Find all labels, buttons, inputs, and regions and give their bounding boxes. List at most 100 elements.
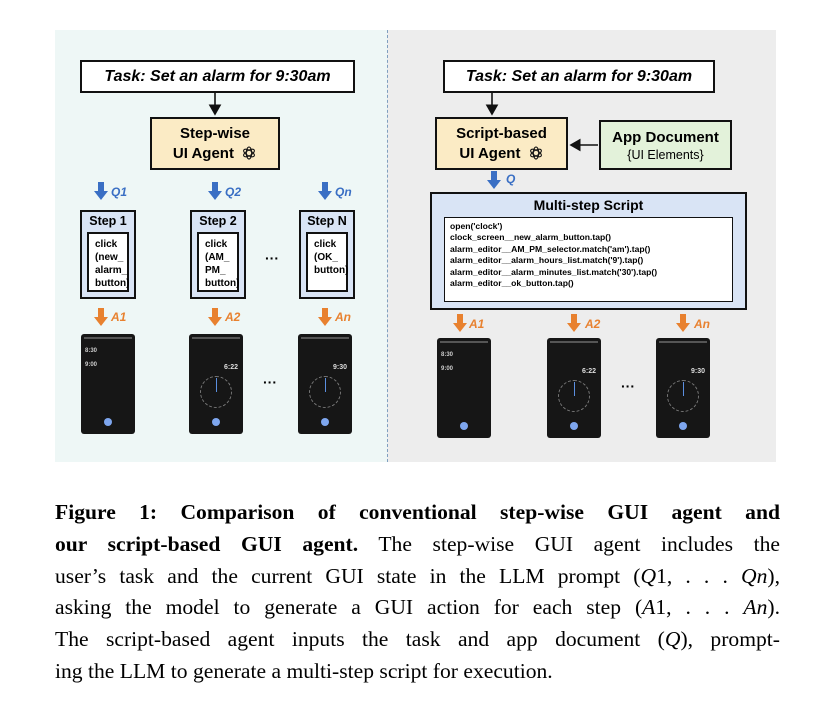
right-task-text: Task: Set an alarm for 9:30am <box>465 67 693 85</box>
caption-q1-var: Q <box>640 563 657 588</box>
caption-line-1: Figure 1: Comparison of conventional ste… <box>55 497 780 529</box>
right-agent-line2-wrap: UI Agent <box>459 144 543 164</box>
caption-bold-1: Figure 1: Comparison of conventional ste… <box>55 500 780 524</box>
step-2-title: Step 2 <box>199 214 237 228</box>
phone-add-alarm-icon <box>104 418 112 426</box>
right-phone-1: 8:30 9:00 <box>437 338 491 438</box>
clock-dial-icon <box>558 380 590 412</box>
step-n-box: Step N click (OK_ button) <box>299 210 355 299</box>
caption-text-4: asking the model to generate a GUI actio… <box>55 595 643 620</box>
step-1-box: Step 1 click (new_ alarm_ button) <box>80 210 136 299</box>
left-task-text: Task: Set an alarm for 9:30am <box>104 67 331 85</box>
caption-text-2: The step-wise GUI agent includes the <box>358 531 780 556</box>
caption-text-4c: ). <box>767 595 781 620</box>
left-phone-1: 8:30 9:00 <box>81 334 135 434</box>
script-line: alarm_editor__alarm_minutes_list.match('… <box>450 266 658 277</box>
left-agent-line2: UI Agent <box>172 144 234 162</box>
app-document-subtitle: {UI Elements} <box>627 147 704 162</box>
left-agent-line2-wrap: UI Agent <box>173 144 257 164</box>
left-qn-label: Qn <box>335 185 352 199</box>
left-phone-3: 9:30 <box>298 334 352 434</box>
caption-line-3: user’s task and the current GUI state in… <box>55 561 780 593</box>
caption-text-4b: 1, . . . <box>655 595 744 620</box>
clock-dial-icon <box>200 376 232 408</box>
step-wise-agent-box: Step-wise UI Agent <box>150 117 280 170</box>
phone-status-bar <box>192 337 240 339</box>
right-a1-label: A1 <box>469 317 485 331</box>
caption-line-5: The script-based agent inputs the task a… <box>55 624 780 656</box>
phone-status-bar <box>550 341 598 343</box>
phone-alarm-time-1: 8:30 <box>85 348 98 354</box>
caption-text-3: user’s task and the current GUI state in… <box>55 563 641 588</box>
figure-caption: Figure 1: Comparison of conventional ste… <box>55 497 780 688</box>
caption-text-3b: 1, . . . <box>656 563 742 588</box>
app-document-title: App Document <box>612 128 719 146</box>
left-agent-line1: Step-wise <box>179 124 251 142</box>
phone-nav-icon <box>679 422 687 430</box>
right-an-label: An <box>694 317 710 331</box>
phone-alarm-time-1: 8:30 <box>441 352 454 358</box>
phone-status-bar <box>440 341 488 343</box>
caption-text-5: The script-based agent inputs the task a… <box>55 627 665 652</box>
script-line: clock_screen__new_alarm_button.tap() <box>450 232 611 243</box>
step-n-action: click (OK_ button) <box>306 232 348 292</box>
panel-divider <box>387 30 388 462</box>
left-q2-label: Q2 <box>225 185 242 199</box>
phone-status-bar <box>301 337 349 339</box>
right-task-box: Task: Set an alarm for 9:30am <box>443 60 715 93</box>
left-phone-ellipsis: ··· <box>263 374 277 390</box>
multi-step-script-box: Multi-step Script open('clock') clock_sc… <box>430 192 747 310</box>
clock-hand-icon <box>215 378 217 392</box>
phone-nav-icon <box>212 418 220 426</box>
script-line: open('clock') <box>450 221 503 231</box>
left-a1-label: A1 <box>111 310 127 324</box>
right-phone-ellipsis: ··· <box>621 378 635 394</box>
right-a2-label: A2 <box>585 317 601 331</box>
caption-an-var: An <box>743 595 768 620</box>
step-2-box: Step 2 click (AM_ PM_ button) <box>190 210 246 299</box>
left-a2-label: A2 <box>225 310 241 324</box>
left-phone-2: 6:22 <box>189 334 243 434</box>
left-task-box: Task: Set an alarm for 9:30am <box>80 60 355 93</box>
left-an-label: An <box>335 310 351 324</box>
clock-dial-icon <box>667 380 699 412</box>
phone-nav-icon <box>321 418 329 426</box>
phone-status-bar <box>659 341 707 343</box>
step-1-action: click (new_ alarm_ button) <box>87 232 129 292</box>
right-phone-3: 9:30 <box>656 338 710 438</box>
phone-alarm-time-2: 9:00 <box>85 362 98 368</box>
clock-hand-icon <box>682 382 684 396</box>
left-step-ellipsis: ··· <box>265 250 279 266</box>
right-phone-2: 6:22 <box>547 338 601 438</box>
clock-dial-icon <box>309 376 341 408</box>
script-based-agent-box: Script-based UI Agent <box>435 117 568 170</box>
step-2-action: click (AM_ PM_ button) <box>197 232 239 292</box>
caption-text-6: ing the LLM to generate a multi-step scr… <box>55 658 553 683</box>
step-1-title: Step 1 <box>89 214 127 228</box>
caption-line-2: our script-based GUI agent. The step-wis… <box>55 529 780 561</box>
script-line: alarm_editor__ok_button.tap() <box>450 278 574 289</box>
clock-hand-icon <box>324 378 326 392</box>
caption-q-var: Q <box>664 627 681 652</box>
step-n-title: Step N <box>307 214 347 228</box>
caption-text-3c: ), <box>767 563 781 588</box>
caption-line-4: asking the model to generate a GUI actio… <box>55 592 780 624</box>
left-q1-label: Q1 <box>111 185 128 199</box>
caption-bold-2: our script-based GUI agent. <box>55 531 359 556</box>
script-title: Multi-step Script <box>533 197 644 213</box>
clock-hand-icon <box>573 382 575 396</box>
app-document-box: App Document {UI Elements} <box>599 120 732 170</box>
caption-qn-var: Qn <box>741 563 768 588</box>
right-agent-line2: UI Agent <box>459 144 521 162</box>
openai-logo-icon <box>529 145 542 160</box>
right-q-label: Q <box>506 172 516 186</box>
phone-picker-time: 6:22 <box>581 368 596 375</box>
phone-picker-time: 9:30 <box>690 368 705 375</box>
phone-status-bar <box>84 337 132 339</box>
right-agent-line1: Script-based <box>456 124 547 142</box>
openai-logo-icon <box>243 145 256 160</box>
phone-picker-time: 9:30 <box>332 364 347 371</box>
phone-alarm-time-2: 9:00 <box>441 366 454 372</box>
script-line: alarm_editor__alarm_hours_list.match('9'… <box>450 255 644 266</box>
script-line: alarm_editor__AM_PM_selector.match('am')… <box>450 243 651 254</box>
